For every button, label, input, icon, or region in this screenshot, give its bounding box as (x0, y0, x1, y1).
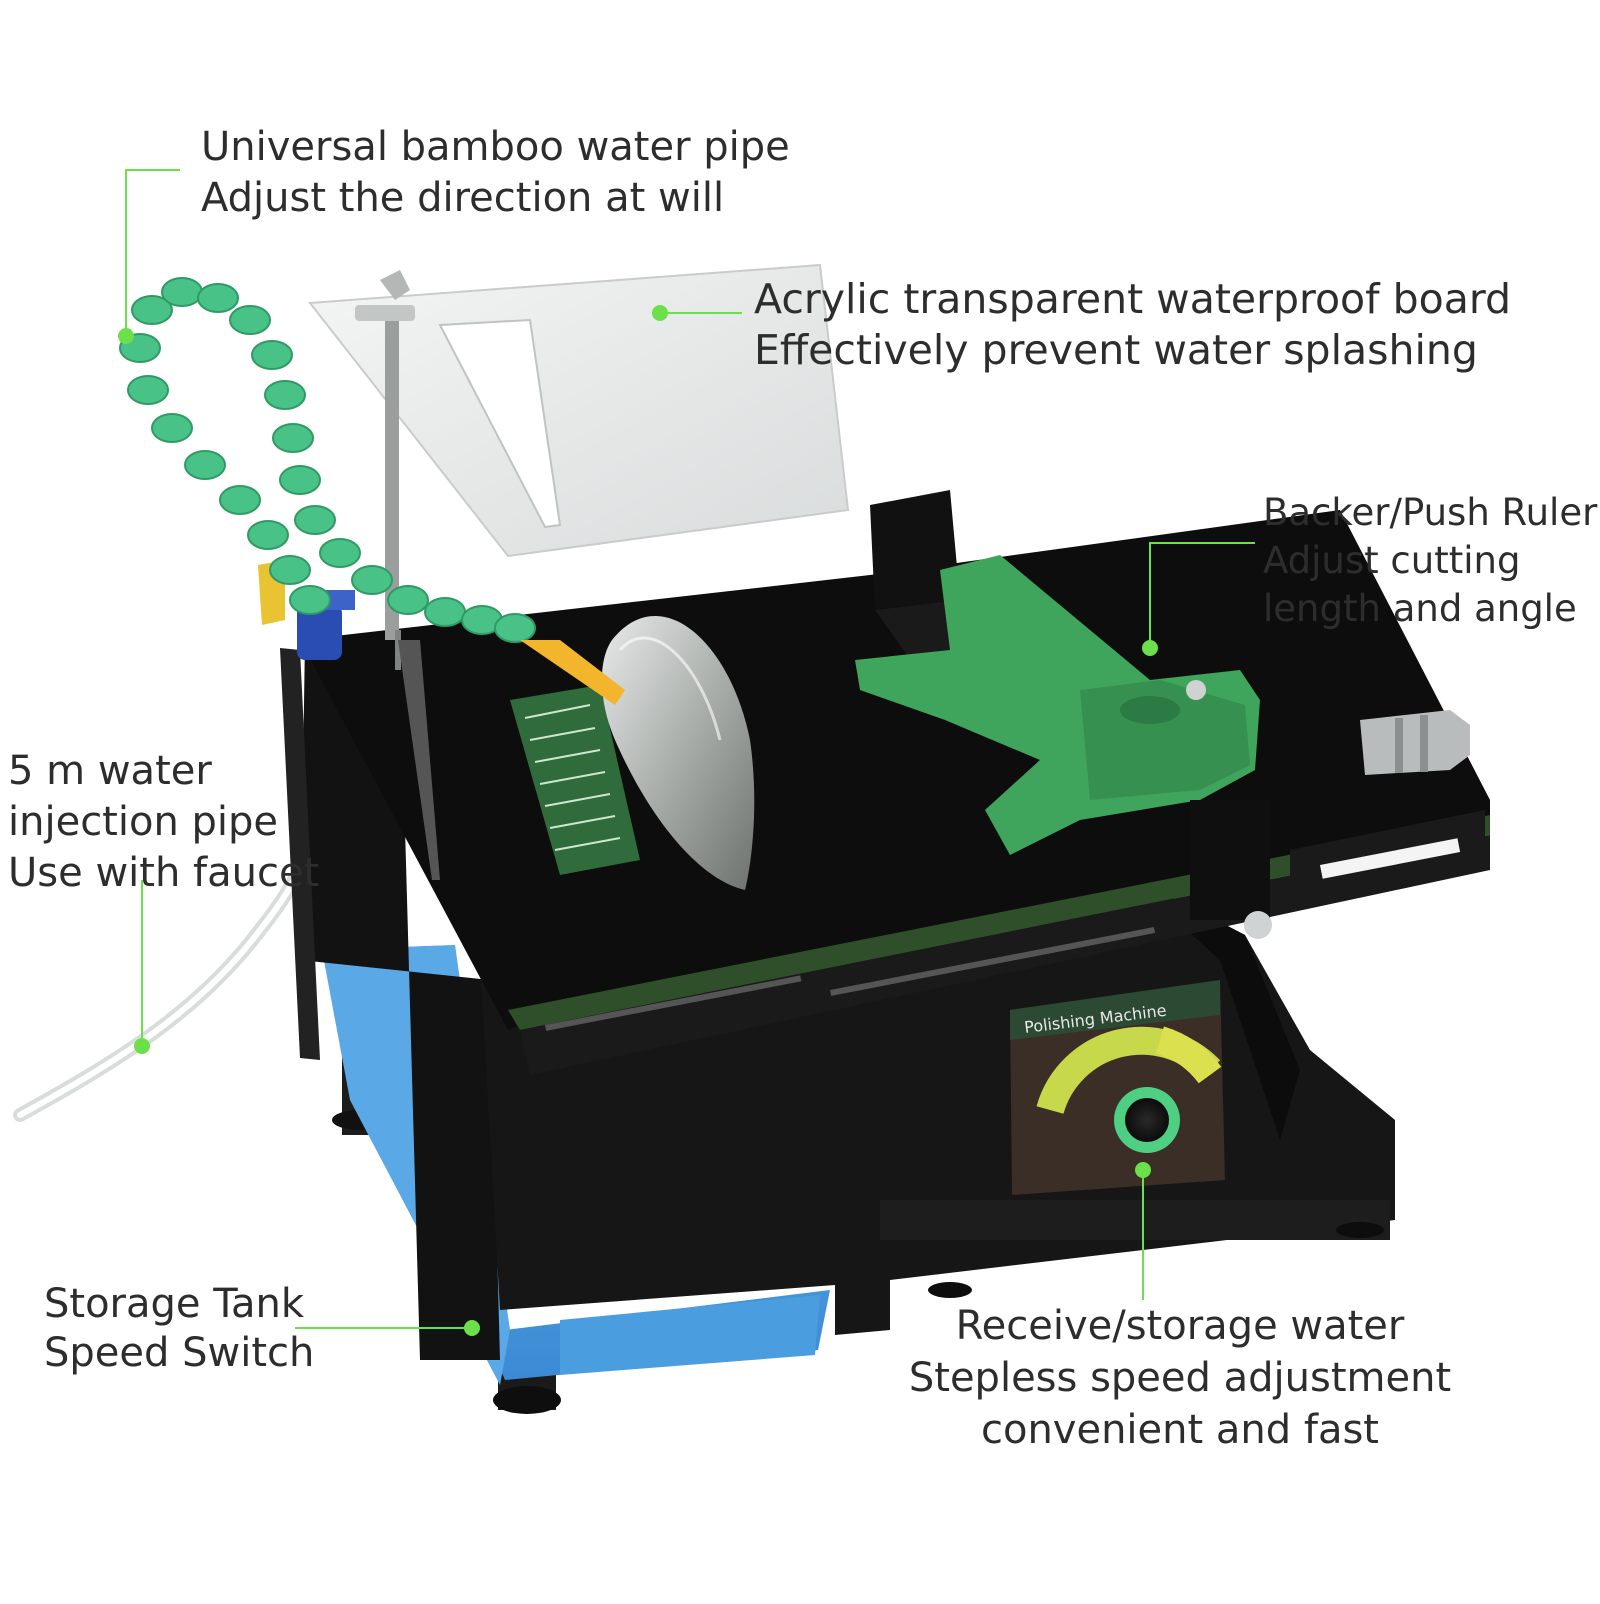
machine-side-panel (300, 640, 500, 1360)
callout-storage-tank: Storage Tank Speed Switch (44, 1280, 314, 1378)
callout-line-2: Speed Switch (44, 1330, 315, 1376)
callout-line-3: Use with faucet (8, 850, 320, 896)
callout-line-2: injection pipe (8, 799, 279, 845)
callout-lines (125, 169, 1255, 1329)
hose-nozzle (520, 640, 625, 705)
callout-dots (118, 305, 1158, 1336)
support-rod (385, 320, 399, 640)
bamboo-hose (119, 277, 536, 643)
callout-water-pipe: Universal bamboo water pipe Adjust the d… (201, 122, 790, 224)
callout-line-1: Acrylic transparent waterproof board (754, 275, 1511, 323)
table-top (300, 510, 1490, 1030)
callout-push-ruler: Backer/Push Ruler Adjust cutting length … (1263, 489, 1597, 633)
drill-chuck (1360, 710, 1470, 775)
saw-blade (601, 616, 755, 890)
callout-speed-adjustment: Receive/storage water Stepless speed adj… (880, 1300, 1480, 1456)
callout-line-2: Stepless speed adjustment (908, 1355, 1452, 1401)
acrylic-board (308, 263, 850, 558)
callout-line-2: Adjust the direction at will (201, 175, 725, 221)
callout-line-2: Effectively prevent water splashing (754, 326, 1478, 374)
callout-line-1: Receive/storage water (955, 1303, 1405, 1349)
callout-acrylic-board: Acrylic transparent waterproof board Eff… (754, 274, 1511, 376)
callout-line-3: length and angle (1263, 587, 1577, 630)
callout-line-1: Backer/Push Ruler (1263, 491, 1598, 534)
callout-line-1: Universal bamboo water pipe (201, 124, 790, 170)
callout-line-1: 5 m water (8, 748, 212, 794)
warning-sticker (510, 685, 640, 875)
callout-line-2: Adjust cutting (1263, 539, 1521, 582)
callout-line-3: convenient and fast (980, 1407, 1379, 1453)
fence-block (870, 490, 960, 610)
water-valve (297, 605, 342, 660)
callout-line-1: Storage Tank (44, 1281, 305, 1327)
callout-injection-pipe: 5 m water injection pipe Use with faucet (8, 746, 319, 899)
